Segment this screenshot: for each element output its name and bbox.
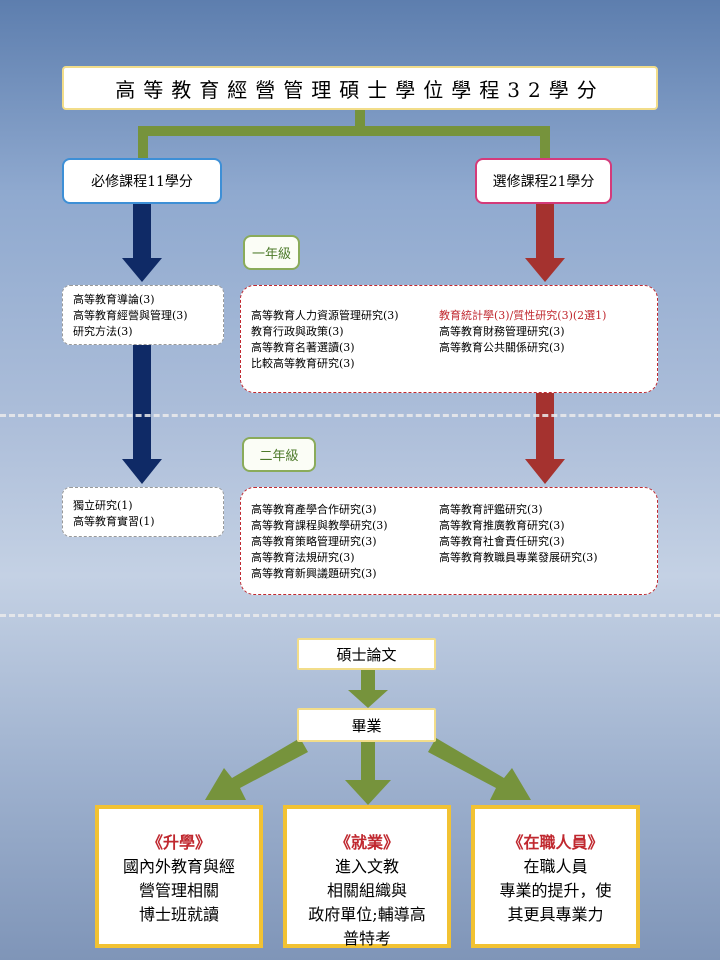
course: 高等教育實習(1) bbox=[73, 515, 155, 528]
outcome-line: 博士班就讀 bbox=[138, 905, 219, 924]
elective-year1-list: 高等教育人力資源管理研究(3) 教育統計學(3)/質性研究(3)(2選1) 教育… bbox=[240, 285, 658, 393]
outcome-title: 《就業》 bbox=[334, 833, 399, 852]
required-year2-list: 獨立研究(1) 高等教育實習(1) bbox=[62, 487, 224, 537]
course: 高等教育新興議題研究(3) bbox=[251, 567, 377, 580]
course: 高等教育經營與管理(3) bbox=[73, 309, 188, 322]
required-arrows bbox=[122, 204, 162, 484]
graduation-box: 畢業 bbox=[297, 708, 436, 742]
outcome-line: 相關組織與 bbox=[326, 881, 407, 900]
outcome-title: 《在職人員》 bbox=[507, 833, 604, 852]
outcome-in-service: 《在職人員》 在職人員 專業的提升，使 其更具專業力 bbox=[471, 805, 640, 948]
course-choice: 教育統計學(3)/質性研究(3)(2選1) bbox=[439, 309, 607, 322]
year1-label: 一年級 bbox=[243, 235, 300, 270]
green-connectors bbox=[138, 110, 550, 805]
course: 研究方法(3) bbox=[73, 325, 133, 338]
thesis-box: 碩士論文 bbox=[297, 638, 436, 670]
outcome-line: 政府單位;輔導高 bbox=[308, 905, 426, 924]
course: 高等教育財務管理研究(3) bbox=[439, 325, 565, 338]
course: 教育行政與政策(3) bbox=[251, 325, 344, 338]
course: 高等教育名著選讀(3) bbox=[251, 341, 355, 354]
course: 高等教育人力資源管理研究(3) bbox=[251, 309, 399, 322]
course: 高等教育教職員專業發展研究(3) bbox=[439, 551, 598, 564]
outcome-line: 國內外教育與經 bbox=[122, 857, 235, 876]
elective-arrows bbox=[525, 204, 565, 484]
divider bbox=[0, 614, 720, 617]
outcome-employment: 《就業》 進入文教 相關組織與 政府單位;輔導高 普特考 bbox=[283, 805, 451, 948]
elective-year2-list: 高等教育產學合作研究(3) 高等教育評鑑研究(3) 高等教育課程與教學研究(3)… bbox=[240, 487, 658, 595]
required-year1-list: 高等教育導論(3) 高等教育經營與管理(3) 研究方法(3) bbox=[62, 285, 224, 345]
outcome-line: 普特考 bbox=[342, 929, 391, 948]
outcome-line: 進入文教 bbox=[334, 857, 399, 876]
course: 高等教育社會責任研究(3) bbox=[439, 535, 565, 548]
course: 高等教育導論(3) bbox=[73, 293, 155, 306]
course: 高等教育法規研究(3) bbox=[251, 551, 355, 564]
divider bbox=[0, 414, 720, 417]
course: 比較高等教育研究(3) bbox=[251, 357, 355, 370]
outcome-line: 其更具專業力 bbox=[507, 905, 604, 924]
required-header: 必修課程11學分 bbox=[62, 158, 222, 204]
program-title: 高等教育經營管理碩士學位學程32學分 bbox=[62, 66, 658, 110]
outcome-line: 營管理相關 bbox=[138, 881, 219, 900]
course: 高等教育推廣教育研究(3) bbox=[439, 519, 565, 532]
outcome-line: 在職人員 bbox=[523, 857, 588, 876]
course: 高等教育公共關係研究(3) bbox=[439, 341, 565, 354]
outcome-title: 《升學》 bbox=[146, 833, 211, 852]
outcome-line: 專業的提升，使 bbox=[499, 881, 612, 900]
course: 高等教育課程與教學研究(3) bbox=[251, 519, 388, 532]
year2-label: 二年級 bbox=[242, 437, 316, 472]
elective-header: 選修課程21學分 bbox=[475, 158, 612, 204]
course: 獨立研究(1) bbox=[73, 499, 133, 512]
course: 高等教育策略管理研究(3) bbox=[251, 535, 377, 548]
course: 高等教育評鑑研究(3) bbox=[439, 503, 543, 516]
outcome-further-study: 《升學》 國內外教育與經 營管理相關 博士班就讀 bbox=[95, 805, 263, 948]
course: 高等教育產學合作研究(3) bbox=[251, 503, 377, 516]
